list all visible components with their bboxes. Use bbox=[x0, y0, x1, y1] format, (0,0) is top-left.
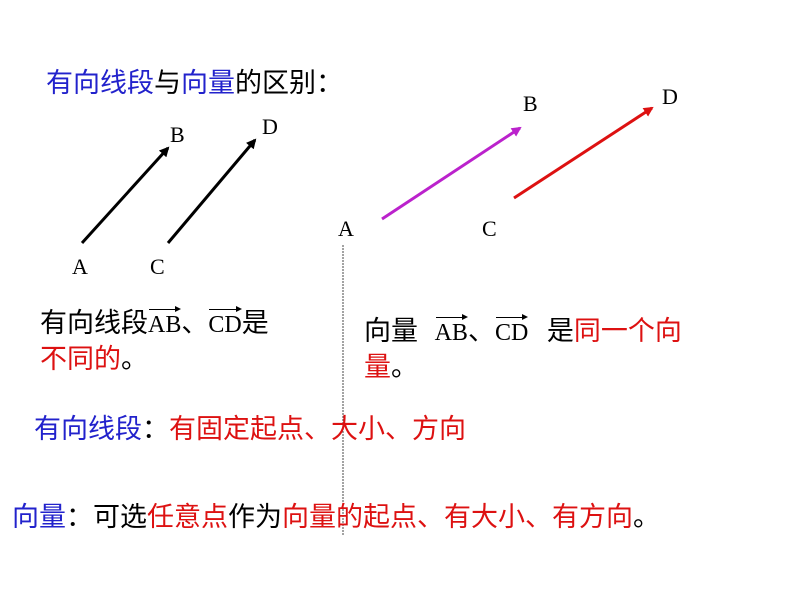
arrow-ab-right bbox=[381, 126, 522, 221]
definition-segment-colon: ： bbox=[142, 414, 169, 445]
right-statement-prefix: 向量 bbox=[364, 316, 418, 347]
title-and: 与 bbox=[154, 68, 181, 99]
left-statement-period: 。 bbox=[121, 344, 148, 375]
right-statement-line1: 向量 AB、CD 是同一个向 bbox=[364, 314, 682, 347]
left-statement-line2: 不同的。 bbox=[40, 346, 148, 373]
definition-vector-as: 作为 bbox=[228, 502, 282, 533]
right-statement-same-cont: 量 bbox=[364, 352, 391, 383]
vector-ab-notation: AB bbox=[148, 306, 182, 337]
definition-vector: 向量：可选任意点作为向量的起点、有大小、有方向。 bbox=[12, 504, 660, 531]
label-a-right: A bbox=[338, 216, 354, 241]
left-statement-different: 不同的 bbox=[40, 344, 121, 375]
label-d-left: D bbox=[262, 114, 278, 139]
right-statement-period: 。 bbox=[391, 352, 418, 383]
definition-vector-any-point: 任意点 bbox=[147, 502, 228, 533]
definition-segment-term: 有向线段 bbox=[34, 414, 142, 445]
arrow-cd-right bbox=[513, 106, 654, 200]
right-statement-same: 同一个向 bbox=[573, 316, 682, 347]
definition-vector-term: 向量 bbox=[12, 502, 66, 533]
title-segment-term: 有向线段 bbox=[46, 68, 154, 99]
label-d-right: D bbox=[662, 84, 678, 109]
right-statement-mid: 是 bbox=[546, 316, 574, 347]
label-c-left: C bbox=[150, 254, 165, 279]
right-statement-line2: 量。 bbox=[364, 354, 418, 381]
label-b-left: B bbox=[170, 122, 185, 147]
definition-vector-properties: 向量的起点、有大小、有方向 bbox=[282, 502, 633, 533]
left-statement-suffix: 是 bbox=[241, 308, 269, 339]
arrow-ab-left bbox=[80, 146, 170, 245]
vector-cd-notation-right: CD bbox=[495, 314, 529, 345]
vector-ab-notation-right: AB bbox=[435, 314, 469, 345]
vector-cd-notation: CD bbox=[208, 306, 243, 337]
label-b-right: B bbox=[523, 91, 538, 116]
definition-segment-desc: 有固定起点、大小、方向 bbox=[169, 414, 466, 445]
page-title: 有向线段与向量的区别： bbox=[46, 70, 343, 97]
title-vector-term: 向量 bbox=[181, 68, 235, 99]
left-statement-prefix: 有向线段 bbox=[40, 308, 148, 339]
left-statement-sep: 、 bbox=[181, 308, 209, 339]
label-a-left: A bbox=[72, 254, 88, 279]
label-c-right: C bbox=[482, 216, 497, 241]
definition-vector-end: 。 bbox=[633, 502, 660, 533]
title-rest: 的区别： bbox=[235, 68, 343, 99]
right-statement-sep: 、 bbox=[467, 316, 495, 347]
definition-vector-colon: ：可选 bbox=[66, 502, 147, 533]
definition-segment: 有向线段：有固定起点、大小、方向 bbox=[34, 416, 466, 443]
arrow-cd-left bbox=[166, 138, 257, 244]
